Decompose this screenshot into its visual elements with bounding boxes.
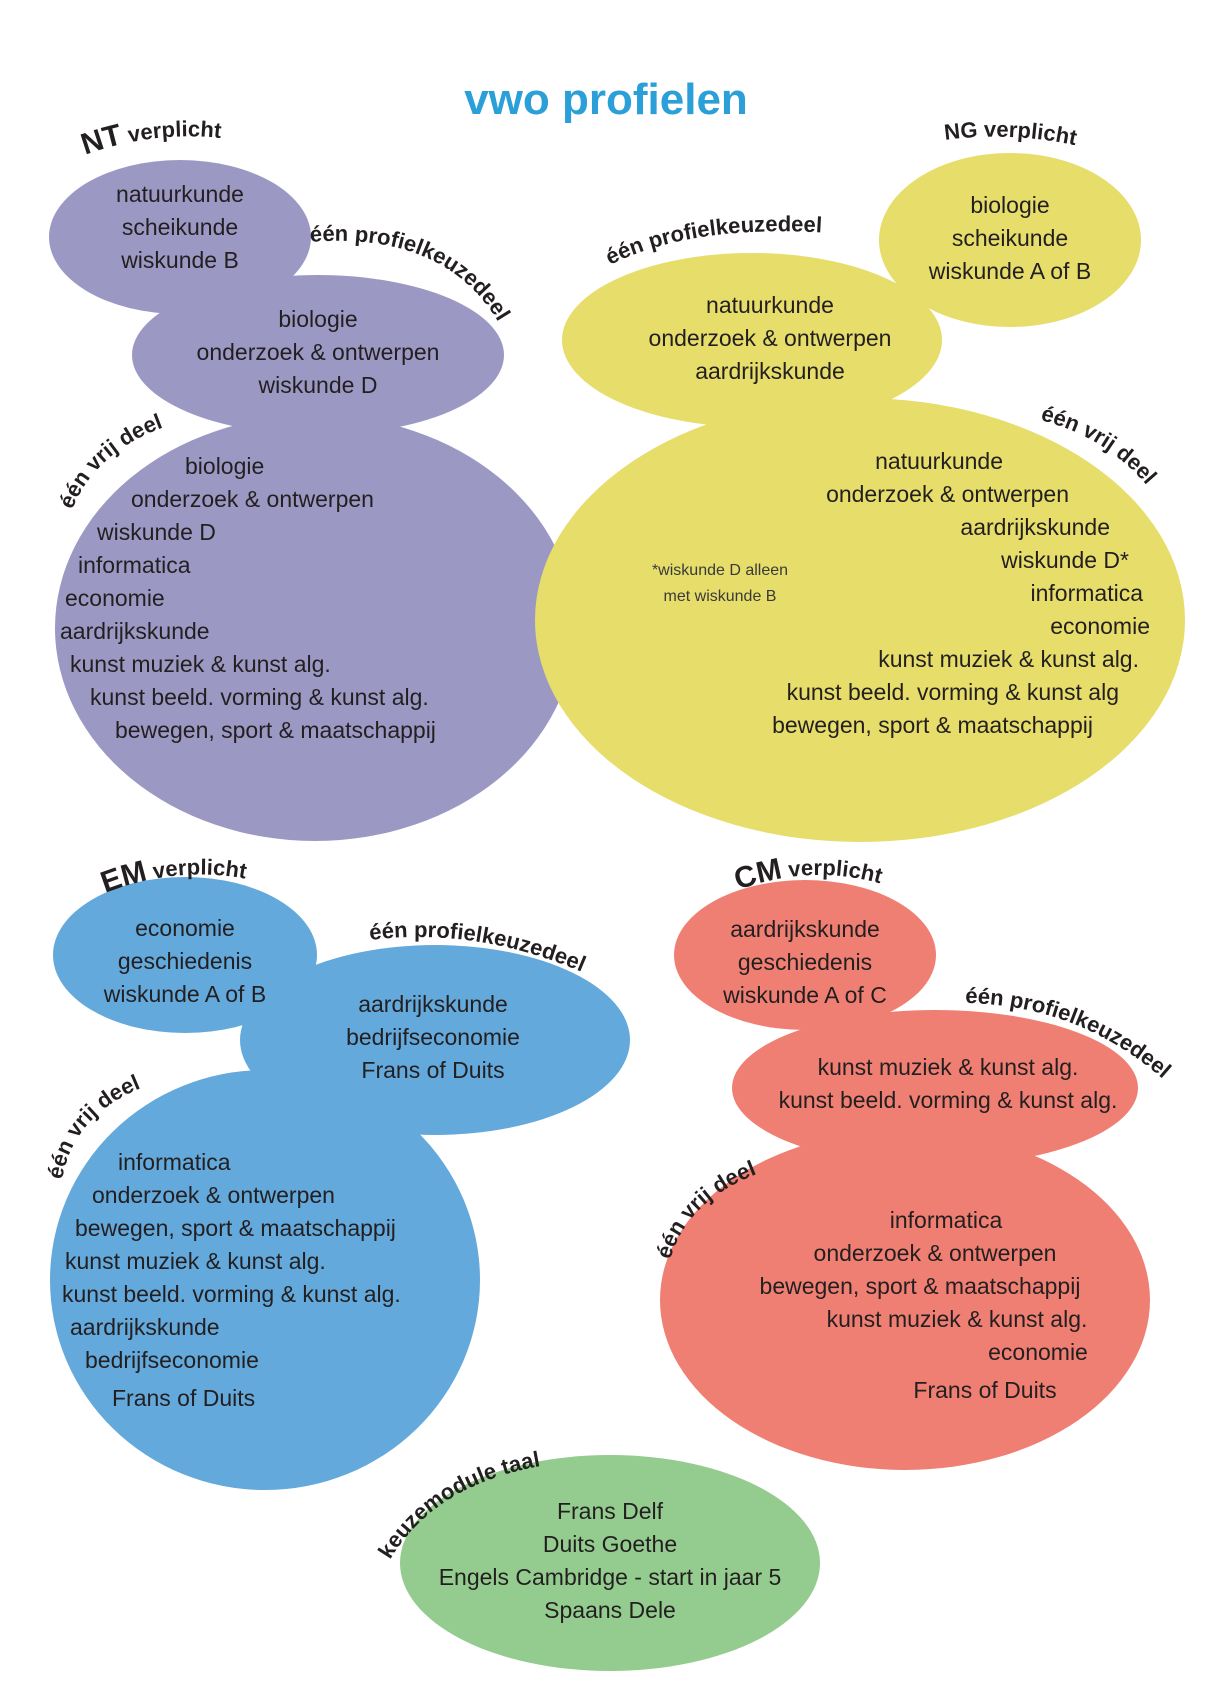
cm-vrij-item: onderzoek & ontwerpen [814,1240,1057,1266]
em-verplicht-label: EM verplicht [96,854,249,899]
cm-vrij-item: Frans of Duits [913,1377,1056,1403]
em-vrij-item: aardrijkskunde [70,1314,220,1340]
em-profielkeuze-bubble [240,945,630,1135]
ng-profielkeuze-bubble [562,253,942,427]
ng-vrij-item: natuurkunde [875,448,1003,474]
nt-vrij-item: kunst beeld. vorming & kunst alg. [90,684,429,710]
nt-profielkeuze-item: biologie [278,306,357,332]
nt-profielkeuze-item: onderzoek & ontwerpen [197,339,440,365]
nt-verplicht-item: wiskunde B [120,247,239,273]
ng-profielkeuze-item: onderzoek & ontwerpen [649,325,892,351]
nt-verplicht-item: natuurkunde [116,181,244,207]
nt-verplicht-item: scheikunde [122,214,238,240]
nt-vrij-item: economie [65,585,165,611]
cm-verplicht-list: aardrijkskunde geschiedenis wiskunde A o… [722,916,887,1008]
ng-verplicht-list: biologie scheikunde wiskunde A of B [928,192,1091,284]
nt-profielkeuze-list: biologie onderzoek & ontwerpen wiskunde … [197,306,440,398]
em-profielkeuze-list: aardrijkskunde bedrijfseconomie Frans of… [346,991,520,1083]
em-vrij-item: informatica [118,1149,231,1175]
taal-item: Frans Delf [557,1498,664,1524]
em-vrij-item: bewegen, sport & maatschappij [75,1215,396,1241]
cm-verplicht-bubble [674,880,936,1030]
em-vrij-item: onderzoek & ontwerpen [92,1182,335,1208]
page-title: vwo profielen [464,75,748,124]
cm-profielkeuze-list: kunst muziek & kunst alg. kunst beeld. v… [779,1054,1118,1113]
em-profielkeuze-item: aardrijkskunde [358,991,508,1017]
ng-verplicht-bubble [879,153,1141,327]
nt-vrij-item: informatica [78,552,191,578]
ng-footnote-line: *wiskunde D alleen [652,562,788,579]
ng-verplicht-label: NG verplicht [943,117,1080,151]
ng-vrij-bubble [535,398,1185,842]
em-verplicht-bubble [53,877,317,1033]
taal-module: keuzemodule taal Frans Delf Duits Goethe… [373,1446,820,1671]
em-verplicht-item: geschiedenis [118,948,252,974]
em-profile: EM verplicht één profielkeuzedeel één vr… [42,854,630,1490]
ng-verplicht-item: biologie [970,192,1049,218]
ng-profielkeuze-item: natuurkunde [706,292,834,318]
ng-vrij-item: onderzoek & ontwerpen [826,481,1069,507]
em-verplicht-list: economie geschiedenis wiskunde A of B [103,915,266,1007]
cm-profielkeuze-item: kunst beeld. vorming & kunst alg. [779,1087,1118,1113]
cm-vrij-list: informatica onderzoek & ontwerpen bewege… [760,1207,1088,1403]
nt-vrij-item: bewegen, sport & maatschappij [115,717,436,743]
nt-vrij-list: biologie onderzoek & ontwerpen wiskunde … [60,453,436,743]
em-vrij-bubble [50,1070,480,1490]
nt-vrij-item: wiskunde D [96,519,216,545]
cm-verplicht-item: aardrijkskunde [730,916,880,942]
cm-vrij-item: economie [988,1339,1088,1365]
nt-vrij-item: kunst muziek & kunst alg. [70,651,331,677]
ng-vrij-item: informatica [1031,580,1144,606]
ng-verplicht-item: scheikunde [952,225,1068,251]
cm-verplicht-item: wiskunde A of C [722,982,887,1008]
taal-bubble [400,1455,820,1671]
nt-verplicht-bubble [49,160,311,314]
em-vrij-item: bedrijfseconomie [85,1347,259,1373]
ng-vrij-item: kunst muziek & kunst alg. [878,646,1139,672]
ng-vrij-list: natuurkunde onderzoek & ontwerpen aardri… [772,448,1150,738]
nt-profile: NT verplicht één profielkeuzedeel één vr… [49,116,575,841]
ng-profielkeuze-item: aardrijkskunde [695,358,845,384]
ng-footnote-line: met wiskunde B [664,588,777,605]
nt-verplicht-list: natuurkunde scheikunde wiskunde B [116,181,244,273]
ng-vrij-item: wiskunde D* [1000,547,1129,573]
cm-profielkeuze-bubble [732,1010,1138,1166]
em-vrij-item: Frans of Duits [112,1385,255,1411]
cm-vrij-item: informatica [890,1207,1003,1233]
em-vrij-list: informatica onderzoek & ontwerpen bewege… [62,1149,401,1411]
cm-verplicht-item: geschiedenis [738,949,872,975]
cm-vrij-item: kunst muziek & kunst alg. [827,1306,1088,1332]
em-profielkeuze-item: bedrijfseconomie [346,1024,520,1050]
ng-profile: NG verplicht één profielkeuzedeel één vr… [535,117,1185,842]
taal-item: Engels Cambridge - start in jaar 5 [439,1564,782,1590]
em-verplicht-item: economie [135,915,235,941]
cm-profile: CM verplicht één profielkeuzedeel één vr… [651,852,1176,1470]
em-profielkeuze-item: Frans of Duits [361,1057,504,1083]
taal-list: Frans Delf Duits Goethe Engels Cambridge… [439,1498,782,1623]
ng-vrij-item: kunst beeld. vorming & kunst alg [787,679,1119,705]
ng-vrij-item: economie [1050,613,1150,639]
cm-vrij-bubble [660,1130,1150,1470]
taal-item: Spaans Dele [544,1597,676,1623]
em-verplicht-item: wiskunde A of B [103,981,266,1007]
nt-profielkeuze-bubble [132,275,504,435]
ng-verplicht-item: wiskunde A of B [928,258,1091,284]
cm-profielkeuze-item: kunst muziek & kunst alg. [818,1054,1079,1080]
nt-vrij-item: onderzoek & ontwerpen [131,486,374,512]
nt-vrij-bubble [55,415,575,841]
ng-vrij-item: aardrijkskunde [960,514,1110,540]
nt-verplicht-label: NT verplicht [77,116,223,161]
ng-profielkeuze-list: natuurkunde onderzoek & ontwerpen aardri… [649,292,892,384]
ng-footnote: *wiskunde D alleen met wiskunde B [652,562,788,605]
em-vrij-item: kunst muziek & kunst alg. [65,1248,326,1274]
ng-vrij-item: bewegen, sport & maatschappij [772,712,1093,738]
taal-item: Duits Goethe [543,1531,677,1557]
em-vrij-item: kunst beeld. vorming & kunst alg. [62,1281,401,1307]
nt-vrij-item: biologie [185,453,264,479]
cm-vrij-item: bewegen, sport & maatschappij [760,1273,1081,1299]
nt-vrij-item: aardrijkskunde [60,618,210,644]
nt-profielkeuze-item: wiskunde D [258,372,378,398]
